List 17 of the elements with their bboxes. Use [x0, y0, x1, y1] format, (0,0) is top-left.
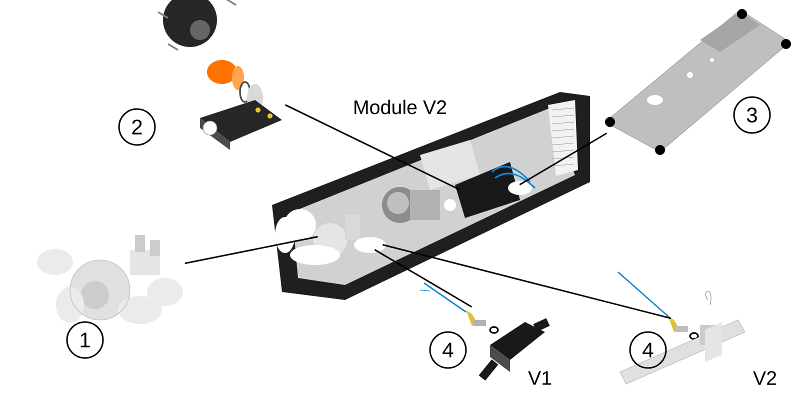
module-drawing	[272, 92, 590, 300]
sensor-drawing	[618, 271, 746, 384]
callout-number: 4	[629, 331, 667, 369]
solenoid-valve-drawing	[37, 235, 183, 324]
mounting-plate-drawing	[604, 9, 792, 155]
callout-number: 2	[118, 108, 156, 146]
callout-number: 1	[66, 321, 104, 359]
leader-line	[374, 249, 472, 308]
leader-line	[382, 244, 671, 319]
module-title: Module V2	[354, 100, 446, 114]
variant-label: V1	[528, 371, 552, 385]
callout-number: 3	[733, 96, 771, 134]
leader-line	[284, 104, 460, 190]
valve-assembly-drawing	[158, 0, 282, 150]
leader-line	[184, 236, 318, 264]
leader-line	[519, 132, 608, 186]
variant-label: V2	[753, 371, 776, 385]
